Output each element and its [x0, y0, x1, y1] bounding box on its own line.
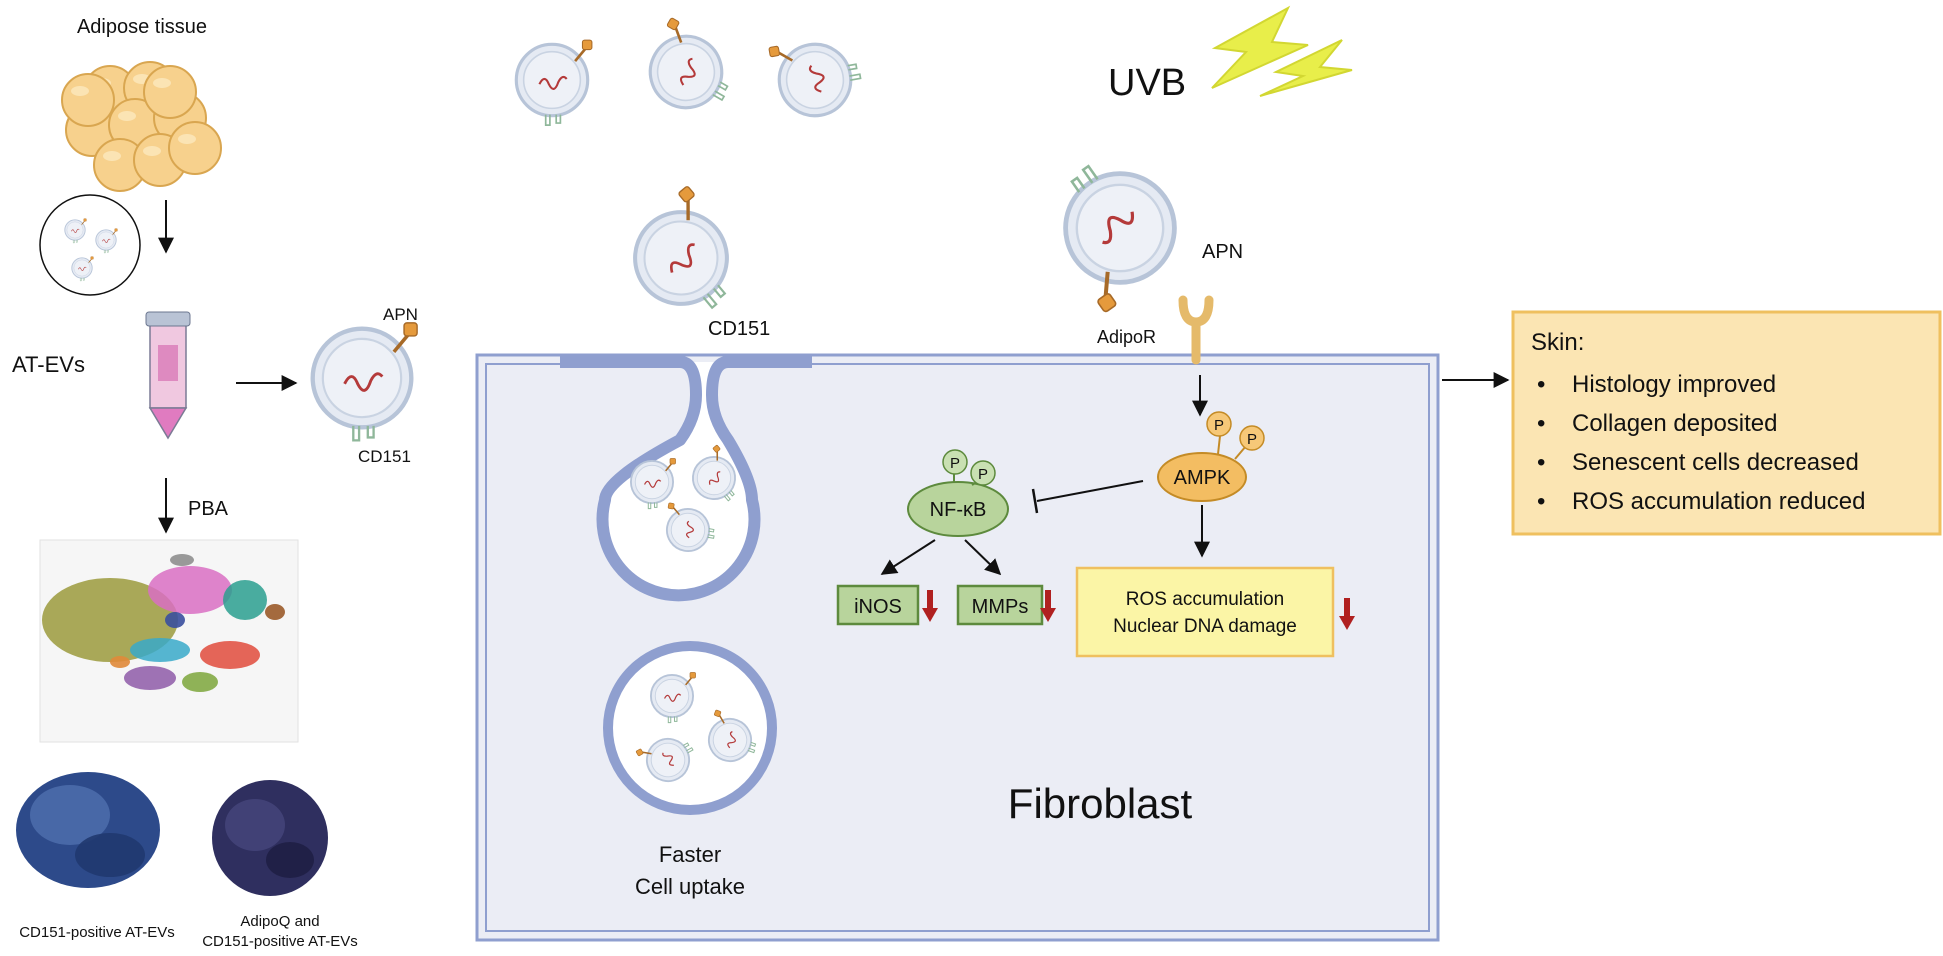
nfkb-phospho-2: P — [978, 466, 988, 483]
at-evs-label: AT-EVs — [12, 352, 85, 377]
ampk-inhibits-nfkb — [1036, 480, 1144, 502]
ev-apn-label: APN — [383, 305, 418, 324]
nfkb-node — [907, 449, 1009, 537]
inos-box — [836, 584, 920, 626]
skin-outcome-item: Collagen deposited — [1572, 410, 1778, 437]
ev-zoom-bubble — [39, 194, 141, 296]
centrifuge-tube-icon — [145, 311, 191, 440]
tsne-scatter-plot — [39, 539, 299, 743]
uptake-label-line1: Faster — [659, 842, 721, 867]
skin-outcome-item: Histology improved — [1572, 371, 1776, 398]
ampk-label: AMPK — [1174, 467, 1231, 489]
uvb-lightning-icon — [1211, 5, 1353, 97]
adipoq-evs-label-line2: CD151-positive AT-EVs — [202, 933, 358, 950]
ros-label-line2: Nuclear DNA damage — [1113, 616, 1297, 637]
arrow-nfkb-to-inos — [880, 539, 936, 575]
uvb-label: UVB — [1108, 62, 1186, 104]
ros-down-arrow-icon — [1339, 598, 1355, 630]
endocytosis-pocket — [560, 356, 812, 602]
cell-cd151-label: CD151 — [708, 318, 770, 340]
ros-box — [1075, 566, 1335, 658]
floating-ev — [767, 31, 868, 124]
mmps-label: MMPs — [972, 596, 1029, 618]
mmps-down-arrow-icon — [1040, 590, 1056, 622]
ampk-phospho-2: P — [1247, 431, 1257, 448]
skin-bullet: • — [1537, 488, 1545, 515]
pba-label: PBA — [188, 498, 229, 520]
ampk-node — [1157, 411, 1265, 502]
skin-bullet: • — [1537, 410, 1545, 437]
adipose-tissue-icon — [61, 61, 222, 192]
fibroblast-label: Fibroblast — [1008, 780, 1193, 827]
adipose-tissue-label: Adipose tissue — [77, 16, 207, 38]
inhibition-bar — [1031, 488, 1039, 514]
apn-ev — [1031, 140, 1200, 312]
floating-ev — [632, 15, 747, 128]
uptake-label-line2: Cell uptake — [635, 874, 745, 899]
nfkb-label: NF-κB — [930, 499, 987, 521]
inos-down-arrow-icon — [922, 590, 938, 622]
skin-outcome-title: Skin: — [1531, 329, 1584, 356]
inos-label: iNOS — [854, 596, 902, 618]
cd151-positive-evs-label: CD151-positive AT-EVs — [19, 924, 175, 941]
isolated-ev-icon — [313, 323, 417, 440]
entering-ev — [613, 186, 758, 332]
skin-bullet: • — [1537, 371, 1545, 398]
ampk-phospho-1: P — [1214, 417, 1224, 434]
ros-label-line1: ROS accumulation — [1126, 589, 1284, 610]
skin-outcome-item: ROS accumulation reduced — [1572, 488, 1865, 515]
adipor-receptor-icon — [1178, 295, 1214, 365]
mmps-box — [956, 584, 1044, 626]
adipor-label: AdipoR — [1097, 327, 1156, 347]
skin-outcome-item: Senescent cells decreased — [1572, 449, 1859, 476]
adipoq-evs-label-line1: AdipoQ and — [240, 913, 319, 930]
skin-bullet: • — [1537, 449, 1545, 476]
adipoq-cd151-density-plot — [212, 780, 328, 896]
apn-label: APN — [1202, 241, 1243, 263]
nfkb-phospho-1: P — [950, 455, 960, 472]
skin-outcome-box — [1511, 310, 1942, 536]
cd151-positive-density-plot — [16, 772, 160, 888]
arrow-nfkb-to-mmps — [964, 539, 1002, 576]
floating-ev — [514, 38, 594, 127]
ev-cd151-label: CD151 — [358, 447, 411, 466]
